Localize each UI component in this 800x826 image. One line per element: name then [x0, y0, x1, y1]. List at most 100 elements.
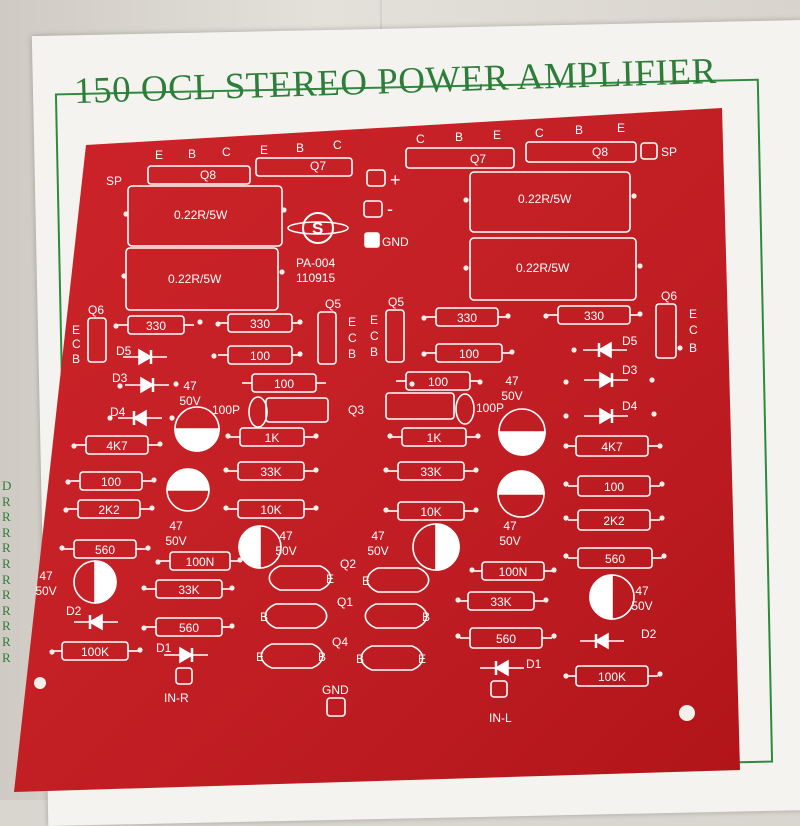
pin-b: B: [318, 650, 326, 664]
pin-b: B: [356, 652, 364, 666]
resistor-label-c100n: 100N: [186, 555, 215, 569]
pin-b: B: [348, 347, 356, 361]
solder-hole: [563, 443, 569, 449]
pin-e: E: [362, 574, 370, 588]
q7-left-outline: [255, 157, 353, 177]
pin-b: B: [296, 141, 304, 155]
solder-hole: [469, 567, 475, 573]
to92-transistor: [366, 567, 430, 593]
d2-label-left: D2: [66, 604, 82, 618]
pin-c: C: [416, 132, 425, 146]
pin-b: B: [188, 147, 196, 161]
q6-label-left: Q6: [88, 303, 104, 317]
pin-c: C: [72, 337, 81, 351]
edge-letter: D: [2, 478, 12, 493]
q8-right-outline: [525, 141, 637, 163]
solder-hole: [383, 467, 389, 473]
cap-polarity-fill: [589, 574, 613, 620]
q3-right-outline: [385, 392, 455, 420]
cap-voltage: 50V: [179, 394, 200, 408]
pin-e: E: [418, 652, 426, 666]
pin-b: B: [689, 341, 697, 355]
c100p-label-left: 100P: [212, 403, 240, 417]
q5-label-right: Q5: [388, 295, 404, 309]
solder-hole: [215, 321, 221, 327]
cap-voltage: 50V: [165, 534, 186, 548]
resistor-label-c100n: 100N: [499, 565, 528, 579]
solder-hole: [659, 515, 665, 521]
q7-right-outline: [405, 147, 515, 169]
cap-voltage: 50V: [35, 584, 56, 598]
r022-label-4: 0.22R/5W: [516, 261, 570, 275]
gnd-bottom-label: GND: [322, 683, 349, 697]
d5-label-left: D5: [116, 344, 132, 358]
pin-b: B: [260, 610, 268, 624]
r022-label-3: 0.22R/5W: [518, 192, 572, 206]
solder-hole: [49, 649, 55, 655]
resistor-label-r1k: 1K: [427, 431, 442, 445]
edge-letter: R: [2, 633, 11, 649]
cap-value: 47: [183, 379, 197, 393]
solder-hole: [659, 481, 665, 487]
d1-label-right: D1: [526, 657, 542, 671]
pin-e: E: [689, 307, 697, 321]
solder-hole: [123, 211, 129, 217]
gnd-label: GND: [382, 235, 409, 249]
resistor-label-r33k: 33K: [490, 595, 511, 609]
cap-voltage: 50V: [501, 389, 522, 403]
d2-label-right: D2: [641, 627, 657, 641]
gnd-pad: [364, 232, 380, 248]
cap-value: 47: [39, 569, 53, 583]
solder-hole: [197, 319, 203, 325]
resistor-label-r4k7: 4K7: [106, 439, 128, 453]
cap-polarity-fill: [498, 431, 546, 456]
resistor-022-2: [125, 247, 279, 311]
r022-label-2: 0.22R/5W: [168, 272, 222, 286]
d4-label-right: D4: [622, 399, 638, 413]
solder-hole: [225, 433, 231, 439]
edge-letter: R: [2, 509, 11, 525]
solder-hole: [657, 443, 663, 449]
q8-left-outline: [147, 165, 251, 185]
solder-hole: [313, 505, 319, 511]
solder-hole: [477, 379, 483, 385]
resistor-022-3: [469, 171, 631, 233]
edge-letter: R: [2, 524, 11, 540]
q6-left-outline: [87, 317, 107, 363]
pin-c: C: [689, 323, 698, 337]
diode-icon: [584, 371, 628, 389]
solder-hole: [113, 323, 119, 329]
q4-label: Q4: [332, 635, 348, 649]
solder-hole: [383, 507, 389, 513]
cap-polarity-fill: [497, 470, 545, 495]
d3-label-left: D3: [112, 371, 128, 385]
solder-hole: [637, 311, 643, 317]
pin-c: C: [535, 126, 544, 140]
cap-polarity-fill: [238, 525, 261, 569]
resistor-label-r560: 560: [95, 543, 115, 557]
resistor-label-r330: 330: [250, 317, 270, 331]
diode-icon: [118, 409, 162, 427]
solder-hole: [229, 623, 235, 629]
pin-e: E: [493, 128, 501, 142]
solder-hole: [387, 433, 393, 439]
resistor-label-r33k: 33K: [260, 465, 281, 479]
in-l-label: IN-L: [489, 711, 512, 725]
mount-hole: [679, 705, 695, 721]
cap-voltage: 50V: [275, 544, 296, 558]
solder-hole: [505, 313, 511, 319]
solder-hole: [313, 433, 319, 439]
minus-pad: [363, 200, 383, 218]
in-r-pad: [175, 667, 193, 685]
edge-letter: R: [2, 571, 11, 587]
solder-hole: [473, 507, 479, 513]
resistor-label-r560: 560: [605, 552, 625, 566]
solder-hole: [421, 315, 427, 321]
edge-letter: R: [2, 618, 11, 634]
q6-right-outline: [655, 303, 677, 359]
solder-hole: [65, 479, 71, 485]
resistor-label-r560: 560: [496, 632, 516, 646]
solder-hole: [455, 597, 461, 603]
in-l-pad: [490, 680, 508, 698]
